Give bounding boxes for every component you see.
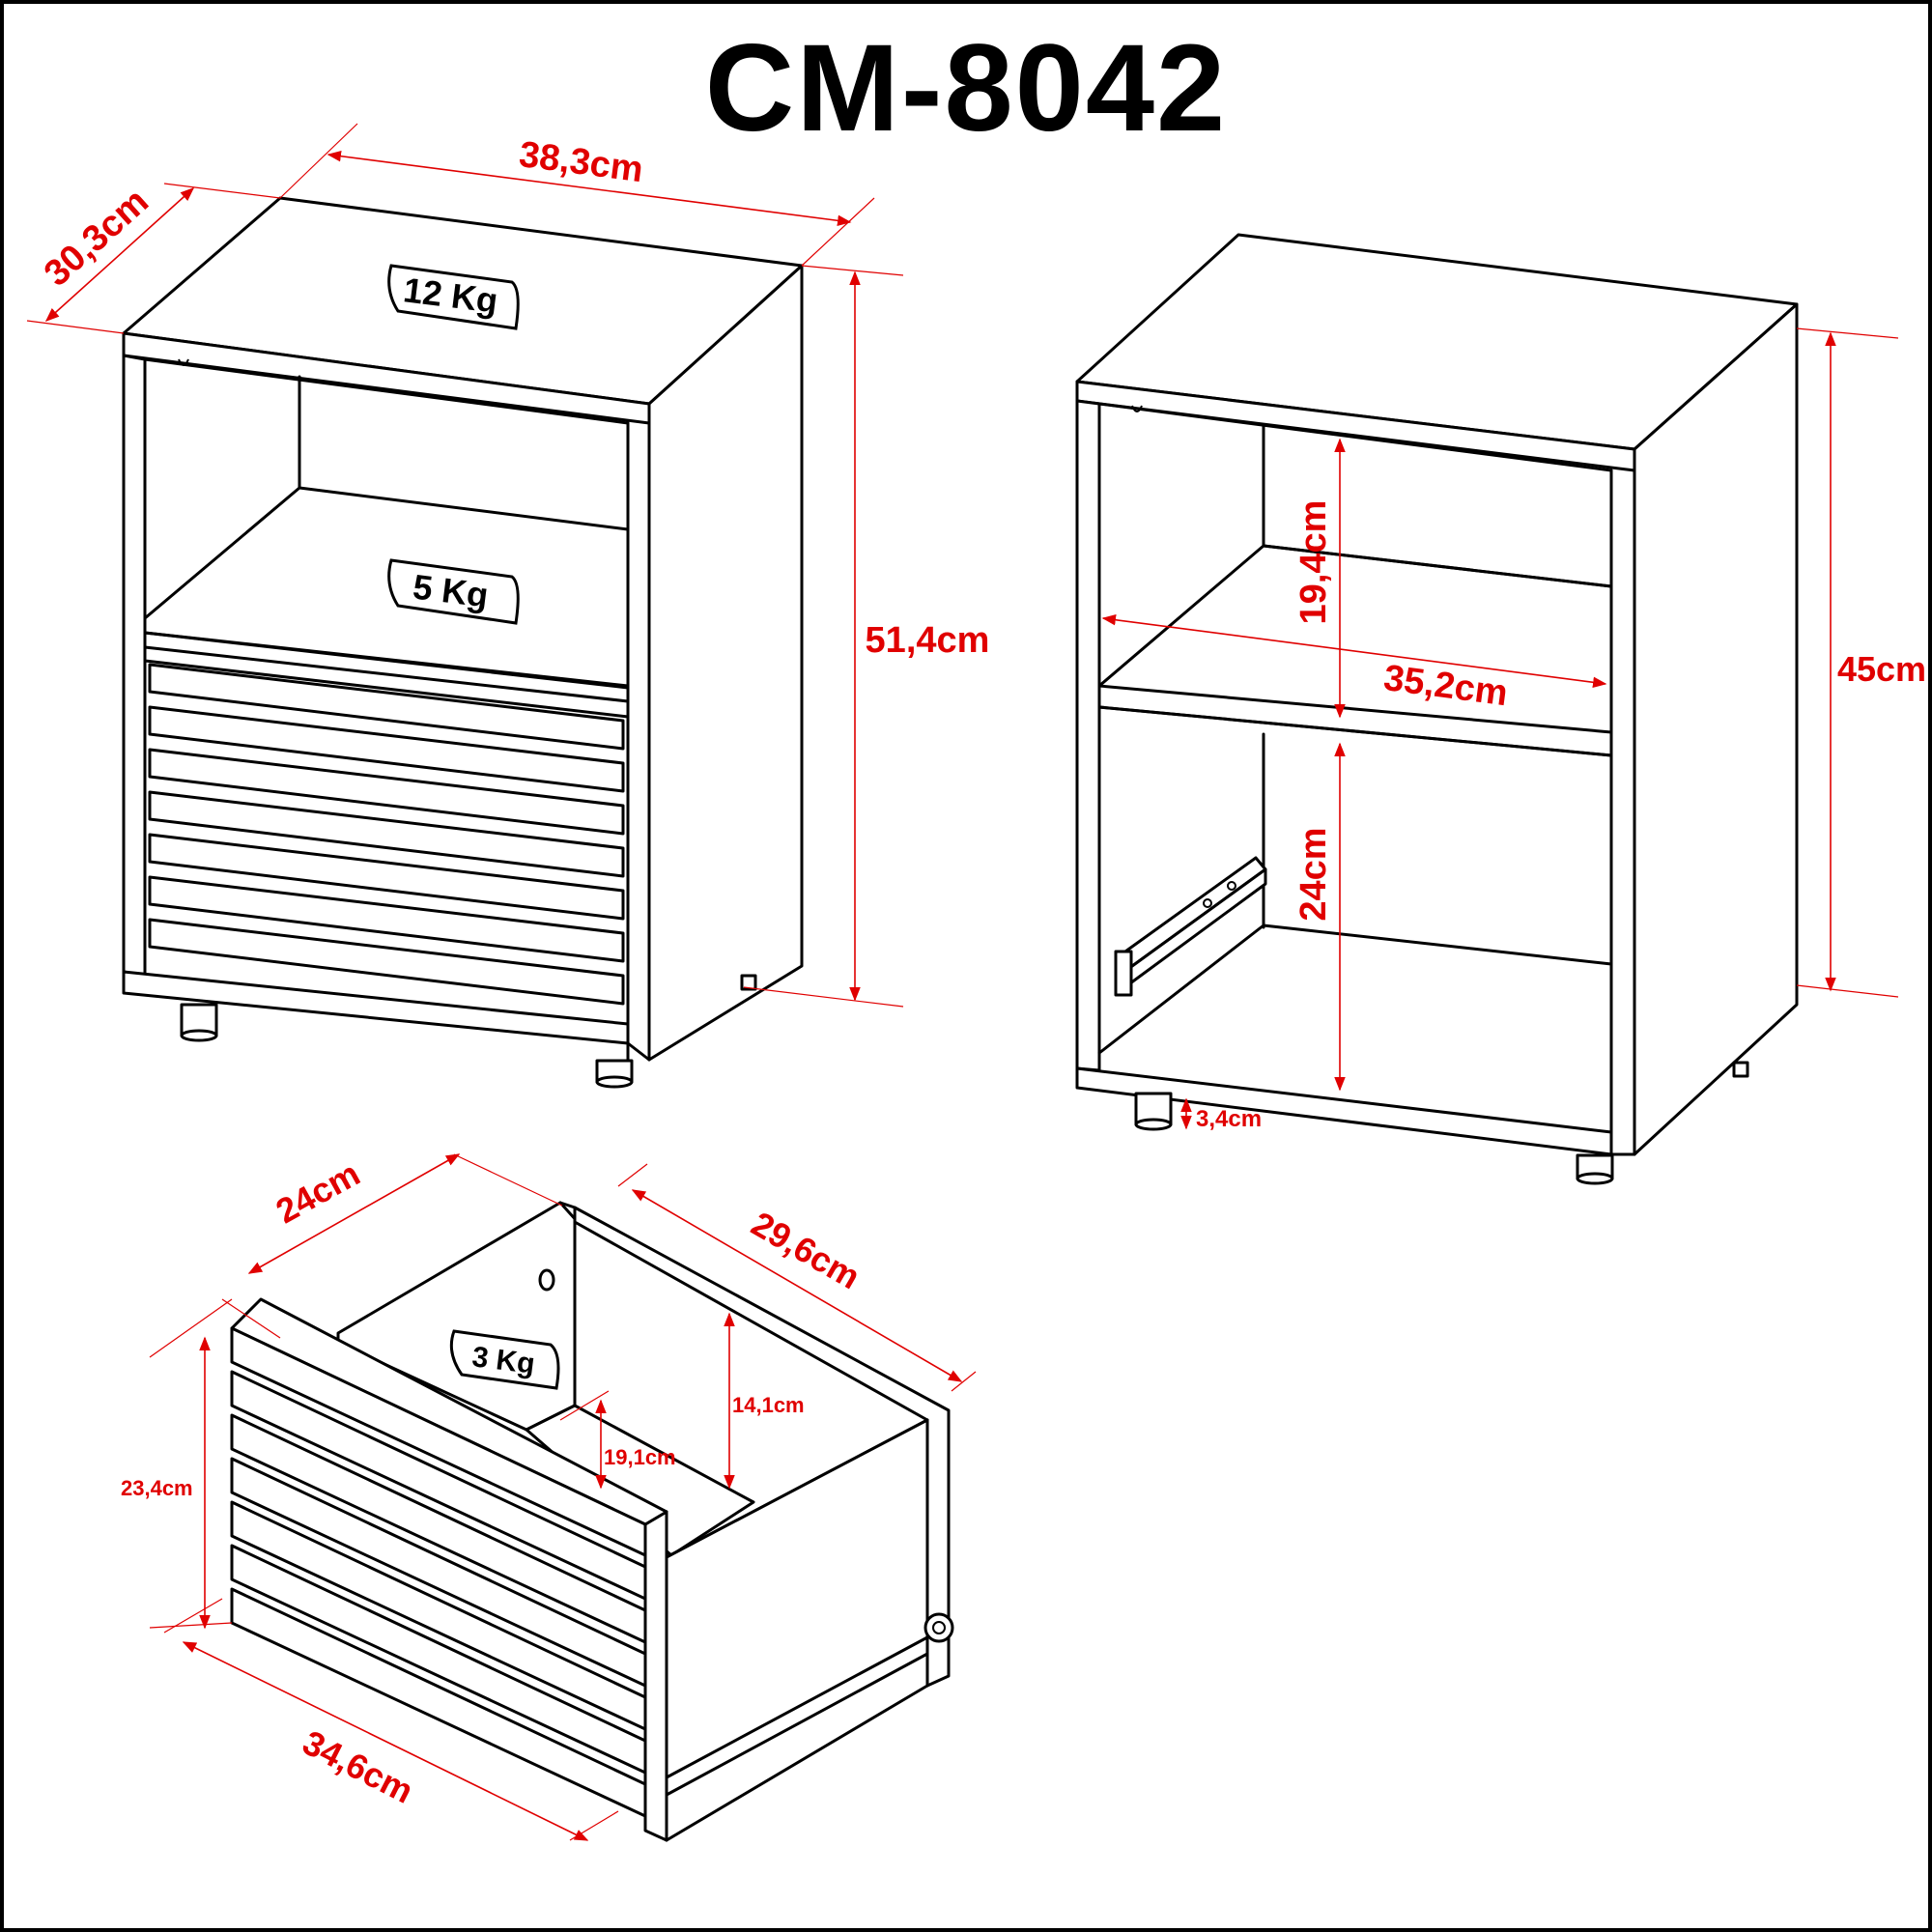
dimension-body-height: 45cm — [1796, 327, 1926, 998]
cabinet-body-view — [1075, 233, 1799, 1185]
product-code: CM-8042 — [704, 19, 1228, 157]
svg-text:19,4cm: 19,4cm — [1293, 500, 1334, 625]
svg-text:5 Kg: 5 Kg — [411, 566, 490, 614]
load-tag-top: 12 Kg — [387, 264, 520, 330]
svg-text:3,4cm: 3,4cm — [1196, 1106, 1262, 1132]
dimension-drawer-inner-depth: 19,1cm — [559, 1390, 676, 1490]
svg-text:51,4cm: 51,4cm — [866, 620, 990, 661]
svg-text:29,6cm: 29,6cm — [745, 1204, 867, 1297]
dimension-overall-width: 38,3cm — [279, 123, 875, 267]
svg-text:45cm: 45cm — [1837, 649, 1926, 689]
dimension-overall-height: 51,4cm — [743, 265, 990, 1008]
drawer-front-slats — [143, 645, 630, 1006]
svg-text:23,4cm: 23,4cm — [121, 1476, 193, 1500]
hinge-icon — [1131, 405, 1143, 412]
dimension-upper-niche-height: 19,4cm — [1293, 438, 1346, 719]
dimension-foot-height: 3,4cm — [1180, 1097, 1262, 1132]
svg-text:24cm: 24cm — [1293, 827, 1334, 921]
svg-text:24cm: 24cm — [270, 1153, 366, 1231]
dimension-drawer-front-height: 23,4cm — [121, 1298, 233, 1630]
svg-text:34,6cm: 34,6cm — [297, 1722, 419, 1811]
cabinet-feet — [180, 974, 757, 1089]
hinge-icon — [178, 358, 189, 366]
svg-text:19,1cm: 19,1cm — [604, 1445, 676, 1469]
svg-text:14,1cm: 14,1cm — [732, 1393, 805, 1417]
cabinet-front-view — [122, 196, 804, 1089]
load-tag-shelf: 5 Kg — [387, 558, 520, 625]
svg-text:3 Kg: 3 Kg — [470, 1341, 537, 1380]
load-tag-drawer: 3 Kg — [449, 1329, 560, 1390]
dimension-drawer-inner-height: 14,1cm — [724, 1312, 805, 1490]
drawer-slide-rail — [1114, 856, 1267, 997]
dimension-lower-niche-height: 24cm — [1293, 742, 1346, 1092]
